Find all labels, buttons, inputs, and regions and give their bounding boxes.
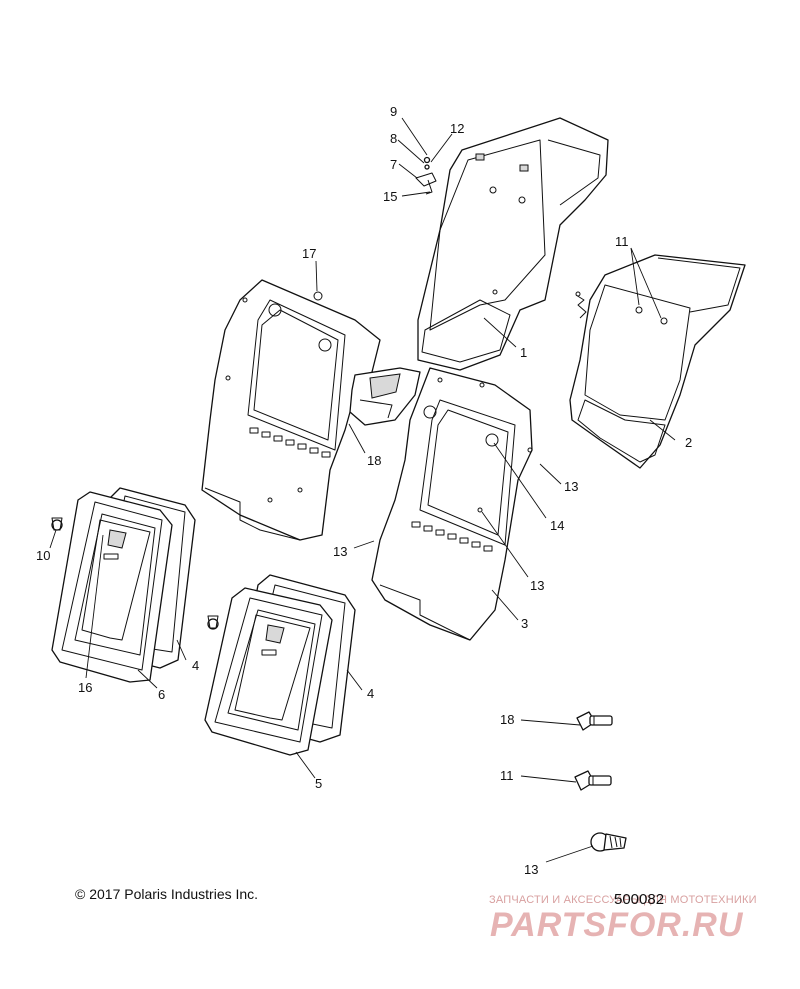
callout-13-a: 13 xyxy=(564,479,578,494)
fastener-10 xyxy=(51,517,63,531)
callout-9: 9 xyxy=(390,104,397,119)
callout-2: 2 xyxy=(685,435,692,450)
callout-8: 8 xyxy=(390,131,397,146)
door-left xyxy=(51,491,173,683)
callout-1: 1 xyxy=(520,345,527,360)
fastener-11-detail xyxy=(574,770,612,791)
callout-13-b: 13 xyxy=(333,544,347,559)
callout-14: 14 xyxy=(550,518,564,533)
copyright-notice: © 2017 Polaris Industries Inc. xyxy=(75,886,259,902)
diagram-number: 500082 xyxy=(614,891,665,908)
callout-labels: 1 2 3 4 4 5 6 7 8 9 10 11 11 12 13 13 13… xyxy=(36,104,692,877)
callout-15: 15 xyxy=(383,189,397,204)
callout-4-right: 4 xyxy=(367,686,374,701)
callout-13-c: 13 xyxy=(530,578,544,593)
callout-11-top: 11 xyxy=(615,234,629,249)
callout-10: 10 xyxy=(36,548,50,563)
callout-4-left: 4 xyxy=(192,658,199,673)
door-right xyxy=(204,587,333,756)
fastener-18-detail xyxy=(576,711,613,731)
seat-panel-left xyxy=(201,279,381,541)
callout-11-bottom: 11 xyxy=(500,768,514,783)
callout-17: 17 xyxy=(302,246,316,261)
watermark-tagline: ЗАПЧАСТИ И АКСЕССУАРЫ ДЛЯ МОТОТЕХНИКИ xyxy=(489,894,757,906)
fastener-13-detail xyxy=(590,832,627,852)
callout-7: 7 xyxy=(390,157,397,172)
callout-16: 16 xyxy=(78,680,92,695)
leader-lines xyxy=(49,117,676,863)
callout-18-b: 18 xyxy=(500,712,514,727)
center-bracket xyxy=(349,367,421,426)
latch-hardware xyxy=(415,156,437,195)
callout-3: 3 xyxy=(521,616,528,631)
callout-6: 6 xyxy=(158,687,165,702)
callout-12: 12 xyxy=(450,121,464,136)
callout-13-d: 13 xyxy=(524,862,538,877)
callout-5: 5 xyxy=(315,776,322,791)
fastener-near-door xyxy=(207,615,219,630)
watermark-logo: PARTSFOR.RU xyxy=(490,906,744,944)
callout-18-a: 18 xyxy=(367,453,381,468)
storage-bin-upper xyxy=(417,117,609,371)
storage-bin-right xyxy=(569,254,746,469)
seat-panel-right xyxy=(371,367,533,641)
